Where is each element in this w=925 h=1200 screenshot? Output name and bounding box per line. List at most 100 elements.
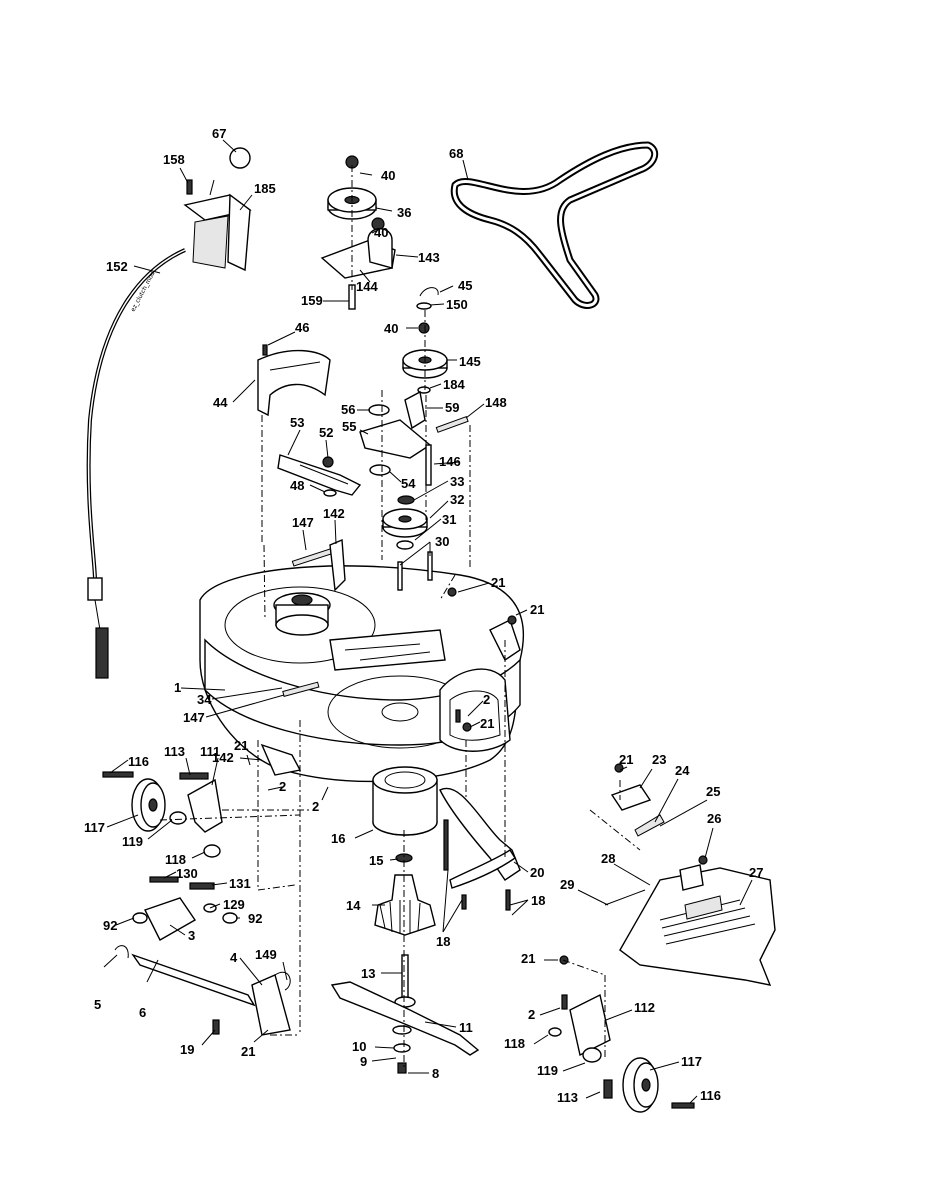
callout-53: 53 <box>290 415 304 430</box>
mower-blade-11 <box>330 981 480 1074</box>
callout-159: 159 <box>301 293 323 308</box>
blade-spindle-14 <box>374 874 436 1008</box>
deck-support-arm-20 <box>439 787 521 911</box>
clutch-cable: ez_clutch_mod <box>86 248 186 679</box>
callout-131: 131 <box>229 876 251 891</box>
callout-18: 18 <box>531 893 545 908</box>
idler-arm-55 <box>359 390 469 486</box>
callout-130: 130 <box>176 866 198 881</box>
callout-31: 31 <box>442 512 456 527</box>
chute-hinge-23 <box>604 763 708 906</box>
callout-26: 26 <box>707 811 721 826</box>
callout-14: 14 <box>346 898 361 913</box>
callout-111: 111 <box>200 744 220 759</box>
callout-144: 144 <box>356 279 378 294</box>
callout-21: 21 <box>530 602 544 617</box>
callout-20: 20 <box>530 865 544 880</box>
callout-29: 29 <box>560 877 574 892</box>
callout-113: 113 <box>164 744 185 759</box>
callout-27: 27 <box>749 865 763 880</box>
callout-67: 67 <box>212 126 226 141</box>
callout-143: 143 <box>418 250 440 265</box>
callout-34: 34 <box>197 692 212 707</box>
callout-21: 21 <box>521 951 535 966</box>
left-lift-link <box>114 876 291 1036</box>
callout-68: 68 <box>449 146 463 161</box>
assembly-lines <box>159 165 641 1070</box>
callout-16: 16 <box>331 831 345 846</box>
callout-4: 4 <box>230 950 238 965</box>
callout-45: 45 <box>458 278 472 293</box>
callout-21: 21 <box>480 716 494 731</box>
mower-deck-housing <box>199 565 524 783</box>
idler-arm-144 <box>320 228 396 310</box>
callout-36: 36 <box>397 205 411 220</box>
callout-158: 158 <box>163 152 185 167</box>
callout-2: 2 <box>312 799 319 814</box>
spindle-housing-16 <box>372 766 438 863</box>
callout-labels: 67 158 185 152 40 36 40 143 144 159 68 4… <box>84 126 763 1105</box>
deck-right-bracket <box>447 587 521 732</box>
callout-40: 40 <box>384 321 398 336</box>
center-pulley-32 <box>382 495 433 591</box>
callout-18: 18 <box>436 934 450 949</box>
callout-15: 15 <box>369 853 383 868</box>
callout-21: 21 <box>619 752 633 767</box>
callout-2: 2 <box>528 1007 535 1022</box>
callout-92: 92 <box>248 911 262 926</box>
callout-116: 116 <box>700 1088 721 1103</box>
callout-116: 116 <box>128 754 149 769</box>
idler-bracket-53 <box>277 454 362 497</box>
callout-55: 55 <box>342 419 356 434</box>
callout-8: 8 <box>432 1066 439 1081</box>
callout-19: 19 <box>180 1042 194 1057</box>
callout-185: 185 <box>254 181 276 196</box>
callout-129: 129 <box>223 897 245 912</box>
callout-150: 150 <box>446 297 468 312</box>
callout-145: 145 <box>459 354 481 369</box>
callout-33: 33 <box>450 474 464 489</box>
callout-56: 56 <box>341 402 355 417</box>
callout-30: 30 <box>435 534 449 549</box>
callout-152: 152 <box>106 259 128 274</box>
callout-117: 117 <box>84 820 105 835</box>
callout-48: 48 <box>290 478 304 493</box>
callout-1: 1 <box>174 680 181 695</box>
callout-44: 44 <box>213 395 228 410</box>
clutch-bracket <box>183 147 252 272</box>
callout-21: 21 <box>234 738 248 753</box>
discharge-chute-27 <box>619 864 776 986</box>
callout-40: 40 <box>374 225 388 240</box>
callout-148: 148 <box>485 395 507 410</box>
callout-149: 149 <box>255 947 277 962</box>
callout-147: 147 <box>183 710 205 725</box>
spring-147-lower <box>282 681 320 697</box>
callout-32: 32 <box>450 492 464 507</box>
callout-59: 59 <box>445 400 459 415</box>
callout-119: 119 <box>122 834 143 849</box>
spring-147-upper <box>291 538 346 592</box>
callout-24: 24 <box>675 763 690 778</box>
callout-21: 21 <box>491 575 505 590</box>
callout-92: 92 <box>103 918 117 933</box>
callout-46: 46 <box>295 320 309 335</box>
callout-21: 21 <box>241 1044 255 1059</box>
callout-119: 119 <box>537 1063 558 1078</box>
callout-146: 146 <box>439 454 461 469</box>
leader-lines <box>103 139 753 1104</box>
callout-2: 2 <box>279 779 286 794</box>
callout-118: 118 <box>165 852 186 867</box>
callout-13: 13 <box>361 966 375 981</box>
callout-28: 28 <box>601 851 615 866</box>
callout-10: 10 <box>352 1039 366 1054</box>
callout-9: 9 <box>360 1054 367 1069</box>
callout-142: 142 <box>323 506 345 521</box>
callout-25: 25 <box>706 784 720 799</box>
callout-5: 5 <box>94 997 101 1012</box>
belt-guard-44 <box>257 344 331 417</box>
callout-117: 117 <box>681 1054 702 1069</box>
idler-pulley-upper <box>327 155 385 231</box>
callout-52: 52 <box>319 425 333 440</box>
callout-142: 142 <box>212 750 234 765</box>
